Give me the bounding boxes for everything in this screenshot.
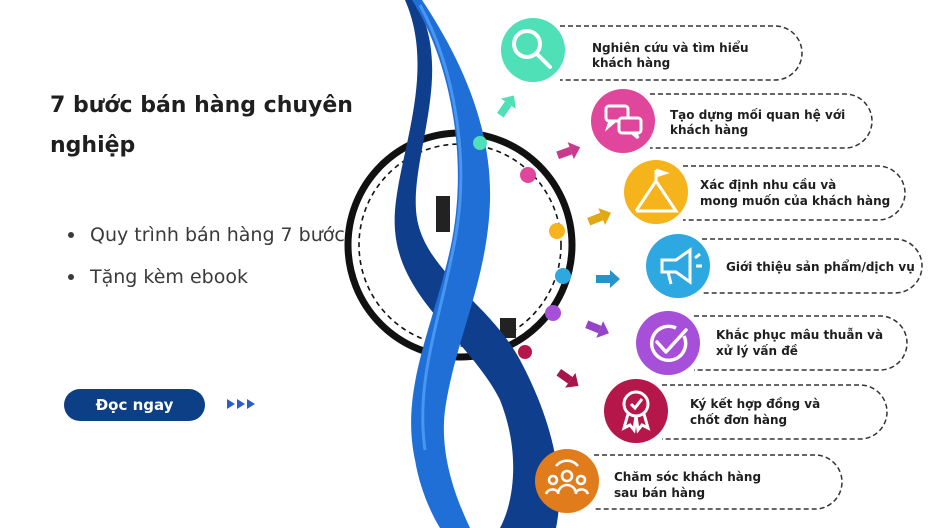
ring-dot [473,136,487,150]
triple-chevron-right-icon [227,399,255,409]
ring-dot [555,268,571,284]
step-3-badge [624,160,688,224]
step-5: Khắc phục mâu thuẫn và xử lý vấn đề [636,311,908,375]
arrow-icon [587,208,611,226]
step-2: Tạo dựng mối quan hệ với khách hàng [591,89,873,153]
step-3-title: Xác định nhu cầu và [700,178,836,192]
mountain-flag-icon [634,168,679,213]
step-5-badge [636,311,700,375]
ring-dot [549,223,565,239]
step-6: Ký kết hợp đồng và chốt đơn hàng [604,379,888,443]
check-circle-icon [649,324,688,363]
intro-panel: 7 bước bán hàng chuyên nghiệp Quy trình … [0,0,400,528]
ring-dot [520,167,536,183]
read-now-button[interactable]: Đọc ngay [64,389,205,421]
step-4-badge [646,234,710,298]
chat-bubbles-icon [604,104,643,140]
ring-center-mark [500,318,516,338]
step-2-title: Tạo dựng mối quan hệ với [670,108,845,122]
bullet-item: Tặng kèm ebook [68,256,345,298]
bullet-list: Quy trình bán hàng 7 bước Tặng kèm ebook [68,214,345,298]
step-3: Xác định nhu cầu và mong muốn của khách … [624,160,906,224]
step-4-title: Giới thiệu sản phẩm/dịch vụ [726,259,915,274]
award-badge-icon [621,390,651,434]
step-1-title: khách hàng [592,56,670,70]
headline: 7 bước bán hàng chuyên nghiệp [50,93,353,158]
step-1: Nghiên cứu và tìm hiểu khách hàng [501,18,803,82]
arrow-icon [496,95,516,118]
step-7-title: sau bán hàng [614,486,705,500]
step-7: Chăm sóc khách hàng sau bán hàng [535,449,843,513]
ring-dot [545,305,561,321]
arrow-icon [556,368,579,388]
arrow-icon [556,142,581,160]
bullet-item: Quy trình bán hàng 7 bước [68,214,345,256]
arrow-icon [596,270,620,288]
step-1-badge [501,18,565,82]
process-ring-dashed [358,143,562,347]
step-5-title: xử lý vấn đề [716,344,798,358]
arrow-icon [585,320,609,338]
step-2-title: khách hàng [670,123,748,137]
blue-ribbon [394,0,560,528]
step-4: Giới thiệu sản phẩm/dịch vụ [646,234,923,298]
ring-center-mark [436,196,450,232]
step-6-title: Ký kết hợp đồng và [690,397,820,411]
step-6-title: chốt đơn hàng [690,413,787,427]
step-3-title: mong muốn của khách hàng [700,194,890,208]
step-6-badge [604,379,668,443]
team-care-icon [544,459,590,495]
magnifier-icon [512,29,552,69]
step-1-title: Nghiên cứu và tìm hiểu [592,40,749,55]
ring-dot [518,345,532,359]
step-5-title: Khắc phục mâu thuẫn và [716,328,883,342]
megaphone-icon [660,247,702,285]
step-7-title: Chăm sóc khách hàng [614,470,761,484]
